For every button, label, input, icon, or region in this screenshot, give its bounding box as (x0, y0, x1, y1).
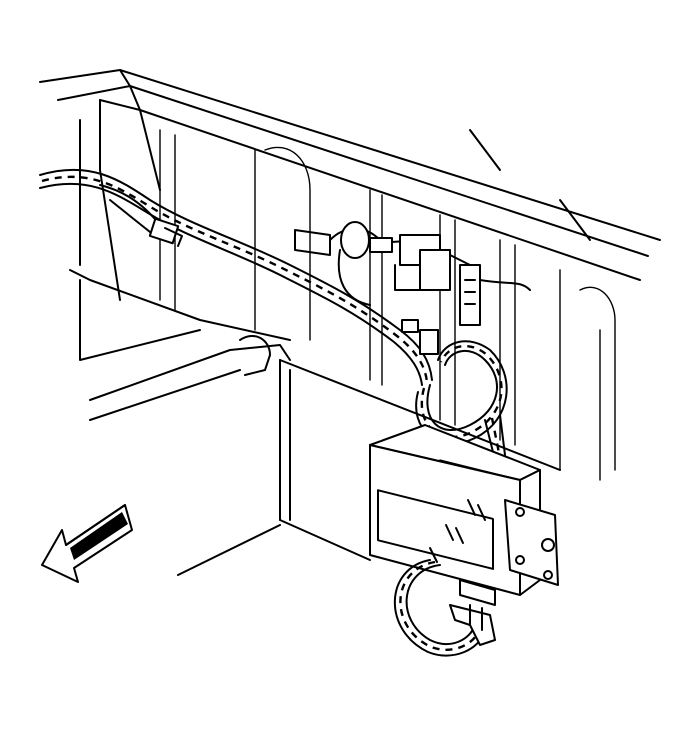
lower-harness (393, 559, 486, 657)
harness-connector (449, 579, 496, 646)
wiring-harness (39, 168, 433, 386)
mounting-bracket (504, 499, 559, 586)
wall-connector (148, 217, 183, 247)
floor-panel (69, 269, 561, 576)
control-module (369, 424, 541, 596)
direction-arrow (41, 504, 133, 583)
center-connector-cluster (294, 221, 531, 355)
upper-body-panel (39, 69, 661, 301)
inner-wall-panel (159, 129, 616, 481)
